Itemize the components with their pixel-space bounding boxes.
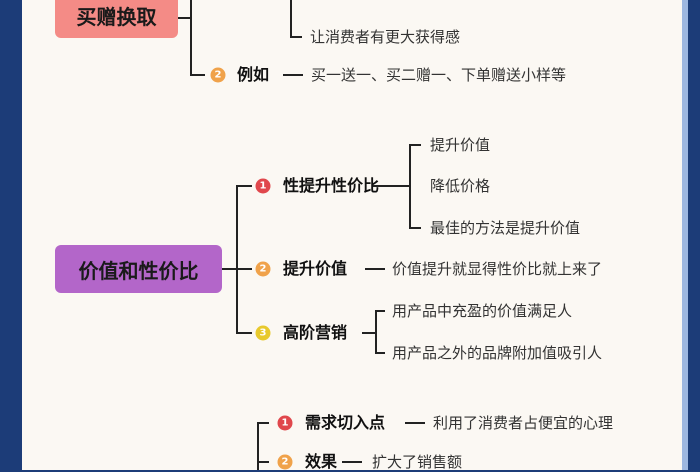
leaf-text: 降低价格 xyxy=(430,177,491,195)
number-badge: 3 xyxy=(255,325,271,341)
connector xyxy=(409,144,411,229)
connector xyxy=(257,422,259,470)
leaf-text: 用产品中充盈的价值满足人 xyxy=(392,302,573,320)
leaf-text: 买一送一、买二赠一、下单赠送小样等 xyxy=(311,66,567,84)
connector xyxy=(236,185,238,334)
node-title: 买赠换取 xyxy=(76,4,157,29)
branch-label: 高阶营销 xyxy=(283,323,348,342)
node-buy-gift: 买赠换取 xyxy=(55,0,178,38)
connector xyxy=(236,268,252,270)
branch-label: 需求切入点 xyxy=(305,413,386,432)
connector xyxy=(375,310,377,354)
leaf-text: 最佳的方法是提升价值 xyxy=(430,219,581,237)
connector xyxy=(409,227,421,229)
connector xyxy=(190,74,205,76)
connector xyxy=(375,352,385,354)
connector xyxy=(405,422,425,424)
node-value-price-ratio: 价值和性价比 xyxy=(55,245,222,293)
leaf-text: 提升价值 xyxy=(430,136,491,154)
leaf-text: 用产品之外的品牌附加值吸引人 xyxy=(392,344,603,362)
number-badge: 1 xyxy=(277,415,293,431)
number-badge: 2 xyxy=(277,454,293,470)
node-title: 价值和性价比 xyxy=(78,258,199,283)
connector xyxy=(222,268,238,270)
connector xyxy=(236,185,252,187)
connector xyxy=(362,332,376,334)
leaf-text: 让消费者有更大获得感 xyxy=(310,28,461,46)
branch-label: 效果 xyxy=(305,452,338,471)
number-badge: 1 xyxy=(255,178,271,194)
connector xyxy=(190,0,192,76)
mindmap-panel xyxy=(22,0,682,470)
leaf-text: 利用了消费者占便宜的心理 xyxy=(433,414,614,432)
connector xyxy=(375,310,385,312)
right-border xyxy=(682,0,688,470)
connector xyxy=(257,422,269,424)
connector xyxy=(178,17,191,19)
leaf-text: 扩大了销售额 xyxy=(372,453,463,471)
connector xyxy=(342,461,362,463)
number-badge: 2 xyxy=(210,67,226,83)
leaf-text: 价值提升就显得性价比就上来了 xyxy=(392,260,603,278)
connector xyxy=(373,185,410,187)
number-badge: 2 xyxy=(255,261,271,277)
branch-label: 例如 xyxy=(237,65,270,84)
connector xyxy=(257,461,269,463)
connector xyxy=(283,74,303,76)
branch-label: 提升价值 xyxy=(283,259,348,278)
connector xyxy=(365,268,385,270)
connector xyxy=(409,144,421,146)
connector xyxy=(290,36,302,38)
connector xyxy=(236,332,252,334)
connector xyxy=(290,0,292,38)
branch-label: 性提升性价比 xyxy=(283,176,380,195)
